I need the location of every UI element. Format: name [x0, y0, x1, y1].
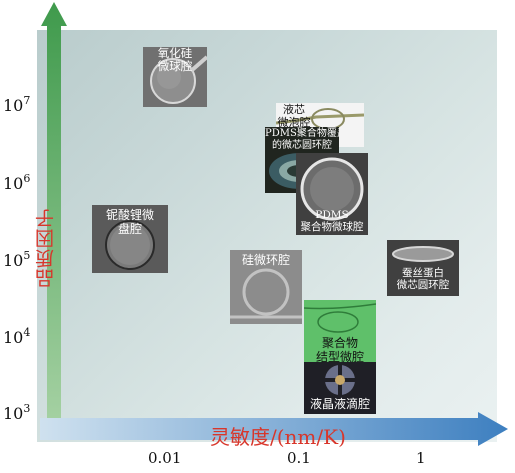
microdisk-icon: [92, 205, 168, 273]
y-tick-label: 104: [3, 326, 31, 347]
item-label: 盘腔: [117, 222, 142, 236]
silica-microsphere-image: 氧化硅 微球腔: [143, 47, 207, 107]
item-label: 液芯: [283, 103, 305, 116]
x-tick-label: 1: [416, 449, 426, 467]
x-tick-label: 0.01: [148, 449, 182, 467]
microtoroid-icon: [387, 240, 459, 296]
silicon-microring-image: 硅微环腔: [230, 250, 302, 324]
y-tick-label: 106: [3, 172, 31, 193]
x-tick-label: 0.1: [287, 449, 311, 467]
microsphere-icon: [296, 153, 368, 235]
silk-fibroin-toroid-image: 蚕丝蛋白 微芯圆环腔: [387, 240, 459, 296]
x-axis-label: 灵敏度/(nm/K): [210, 425, 346, 449]
item-label: 硅微环腔: [241, 253, 290, 267]
item-label: 聚合物: [321, 336, 358, 350]
item-label: 微泡腔: [277, 116, 311, 129]
knot-cavity-icon: [304, 300, 376, 364]
x-axis-arrow: [40, 412, 508, 446]
item-label: 结型微腔: [315, 350, 364, 364]
item-label: 液晶液滴腔: [309, 397, 370, 411]
item-label: PDMS聚合物覆盖: [265, 128, 339, 139]
item-label: PDMS: [315, 209, 349, 221]
microsphere-icon: [143, 47, 207, 107]
item-label: 的微芯圆环腔: [272, 140, 332, 151]
y-axis-arrow: [41, 2, 67, 440]
polymer-knot-image: 聚合物 结型微腔: [304, 300, 376, 364]
item-label: 蚕丝蛋白: [402, 267, 444, 279]
liquid-crystal-droplet-image: 液晶液滴腔: [304, 362, 376, 414]
item-label: 铌酸锂微: [105, 208, 154, 222]
item-label: 微芯圆环腔: [396, 279, 450, 291]
linbo3-microdisk-image: 铌酸锂微 盘腔: [92, 205, 168, 273]
droplet-icon: [304, 362, 376, 414]
item-label: 聚合物微球腔: [300, 221, 364, 233]
microring-icon: [230, 250, 302, 324]
y-tick-label: 103: [3, 402, 31, 423]
item-label: 微球腔: [157, 59, 193, 73]
y-axis-label: 品质因子: [35, 208, 57, 288]
y-tick-label: 107: [3, 94, 31, 115]
y-tick-label: 105: [3, 249, 31, 270]
pdms-microsphere-image: PDMS 聚合物微球腔: [296, 153, 368, 235]
item-label: 氧化硅: [157, 47, 193, 60]
